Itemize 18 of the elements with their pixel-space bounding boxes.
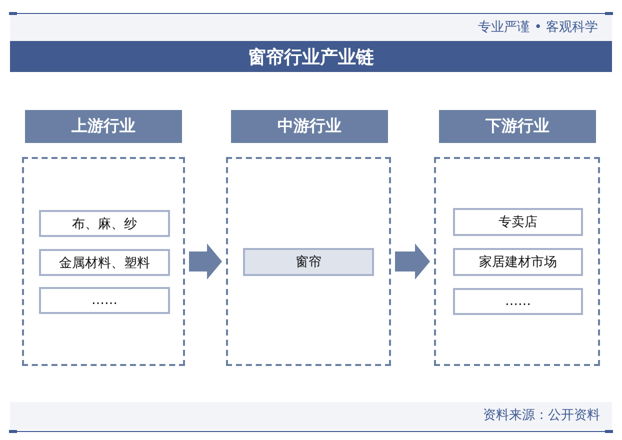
product-box: 窗帘 [243,248,374,276]
tagline: 专业严谨 • 客观科学 [478,20,598,36]
item-box: …… [39,287,170,314]
item-box: …… [453,288,583,315]
item-box: 布、麻、纱 [39,210,170,237]
source-note: 资料来源：公开资料 [483,408,600,424]
item-box: 金属材料、塑料 [39,249,170,276]
arrow [189,244,222,280]
stage-header: 下游行业 [439,110,596,143]
item-box: 家居建材市场 [453,248,583,276]
item-box: 专卖店 [453,208,583,236]
stage-header: 上游行业 [25,110,182,143]
dashed-group-box [22,157,185,366]
arrow [395,244,430,280]
title-banner: 窗帘行业产业链 [10,41,612,72]
dashed-group-box [226,157,391,366]
stage-header: 中游行业 [231,110,388,143]
dashed-group-box [434,157,600,366]
